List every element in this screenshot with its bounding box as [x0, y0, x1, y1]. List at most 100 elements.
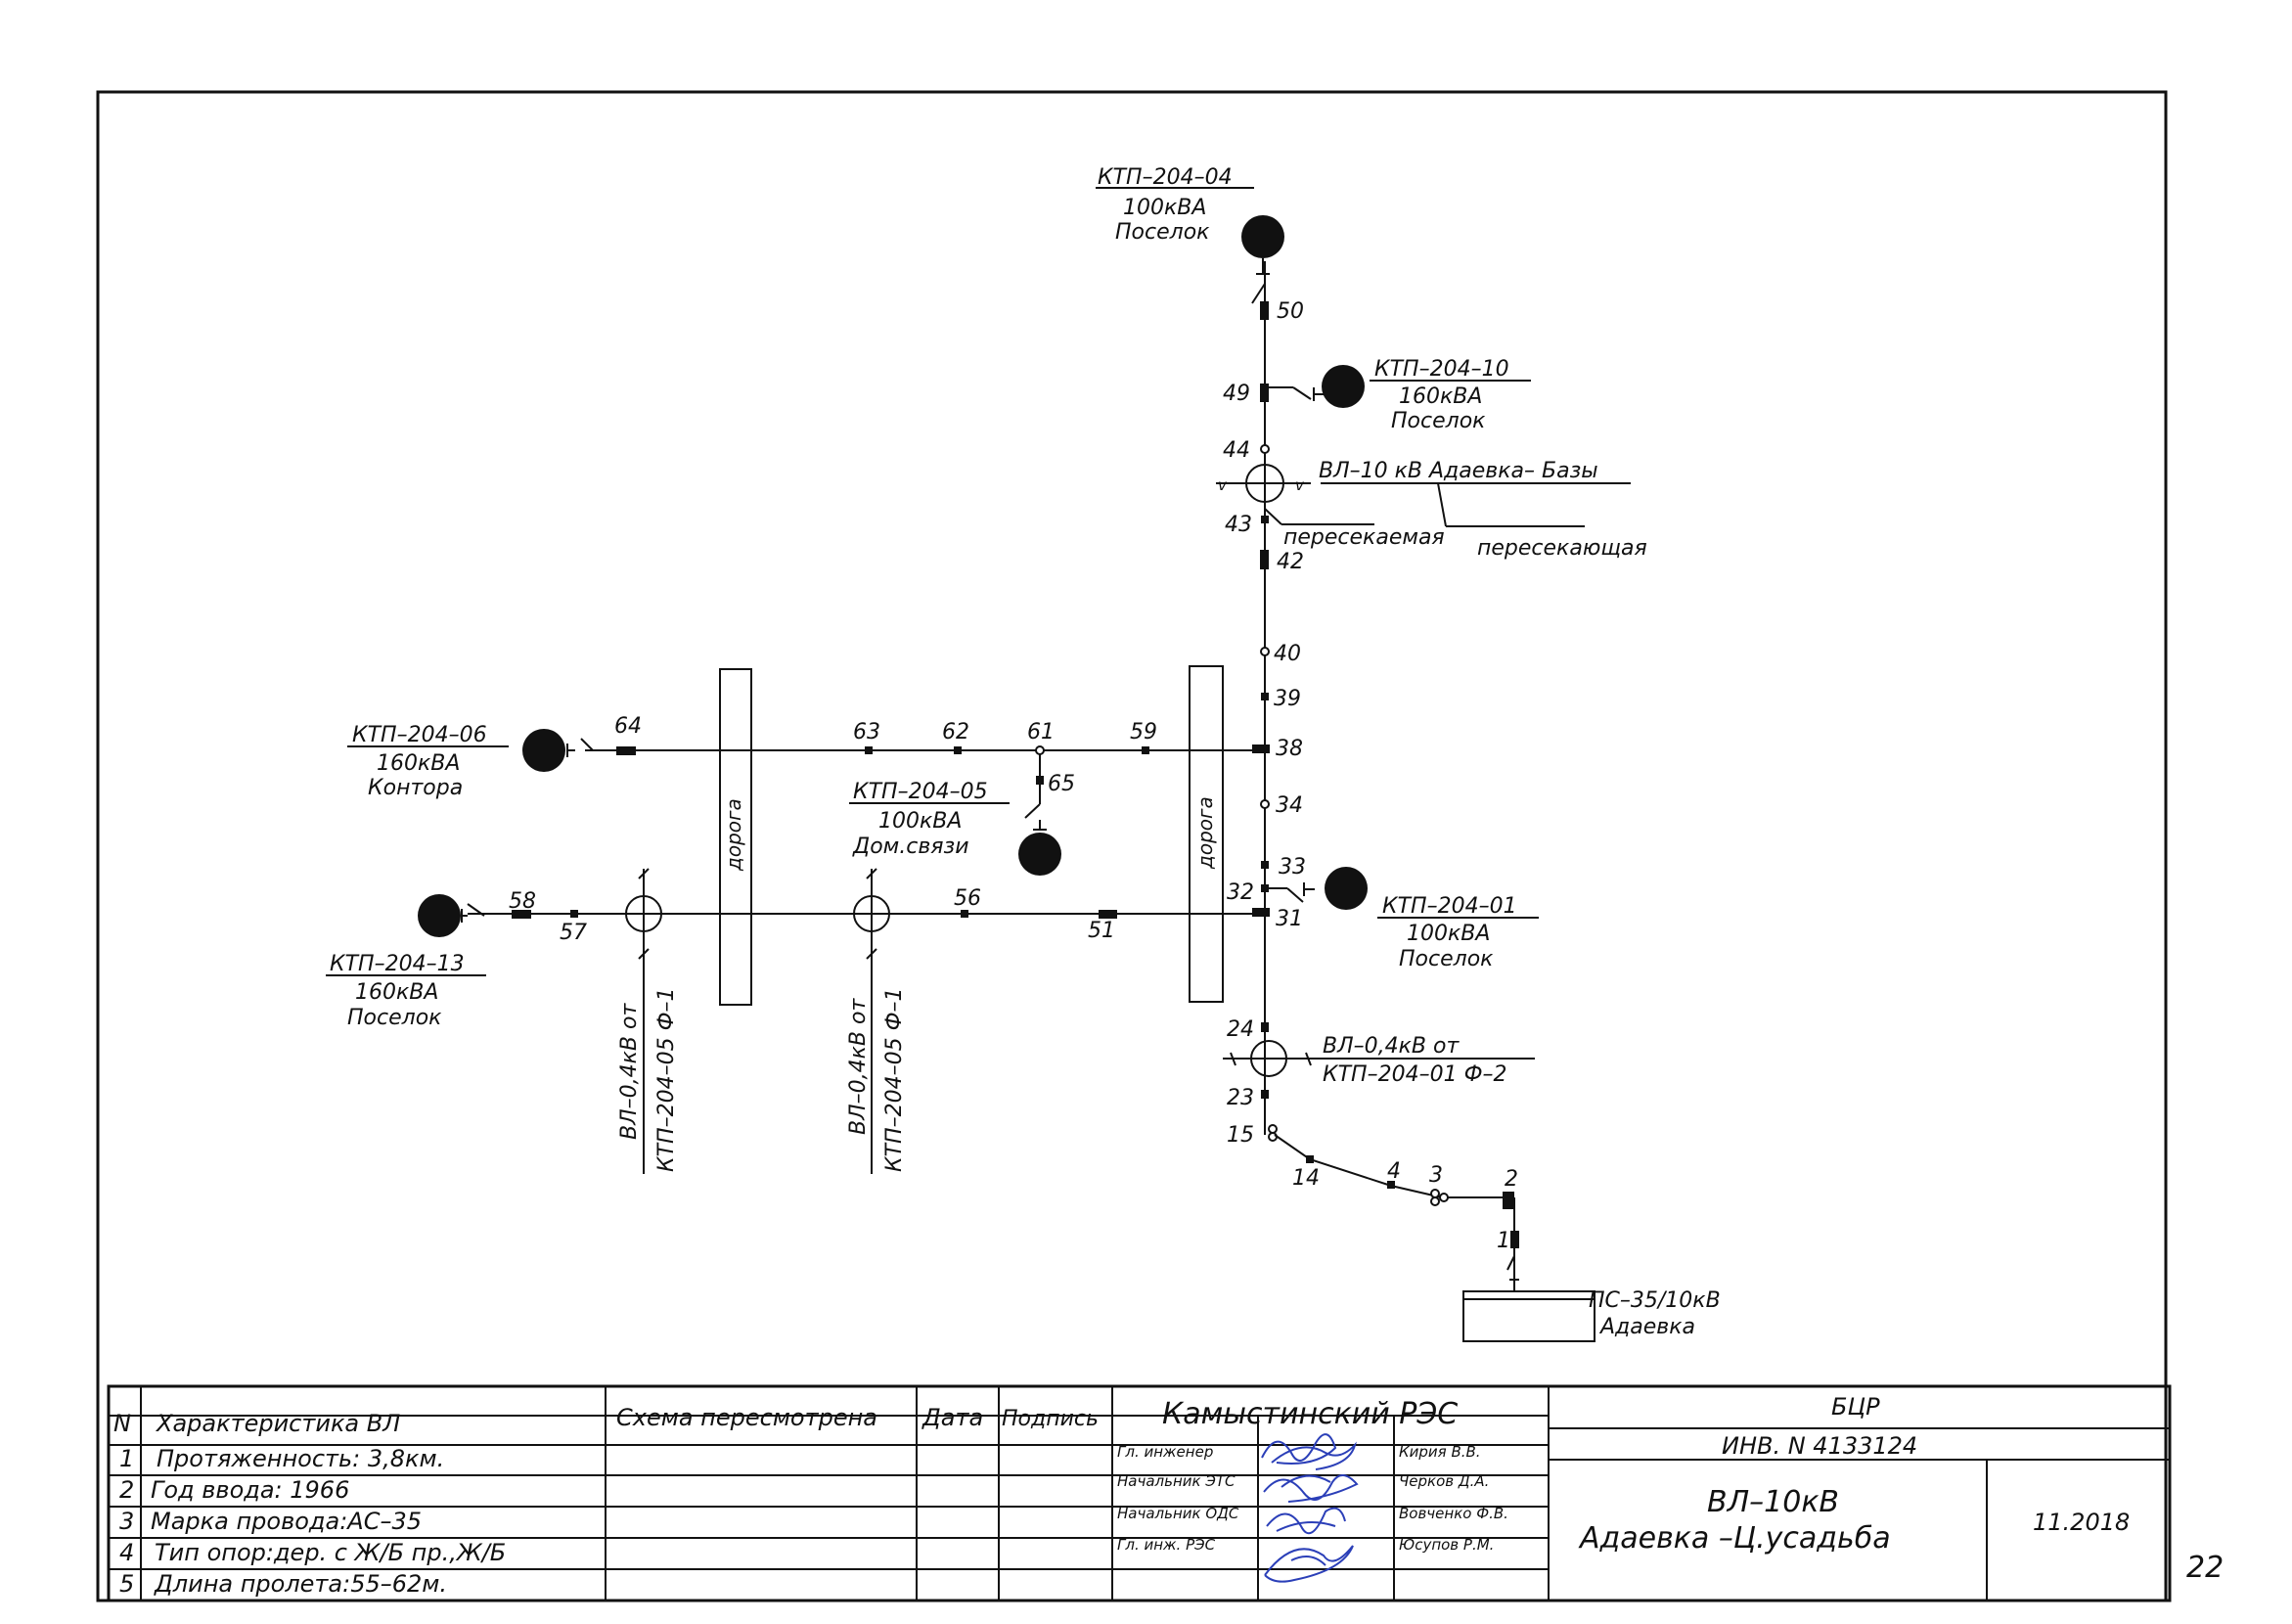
pole-label-50: 50: [1277, 299, 1304, 324]
tb-staff-2-role: Начальник ЭТС: [1117, 1472, 1236, 1490]
sheet-number: 22: [2186, 1551, 2224, 1585]
pole-label-3: 3: [1429, 1163, 1443, 1188]
pole-label-31: 31: [1276, 907, 1303, 931]
tb-row-1-text: Протяженность: 3,8км.: [157, 1445, 444, 1472]
tb-col-n: N: [113, 1410, 131, 1437]
tb-row-2-text: Год ввода: 1966: [151, 1476, 349, 1504]
crossing-bottom-symbol: [1223, 1040, 1535, 1077]
tb-col-sign: Подпись: [1002, 1407, 1099, 1431]
pole-61: [1035, 745, 1045, 755]
pole-32: [1261, 884, 1269, 892]
svg-text:КТП–204–05 Ф–1: КТП–204–05 Ф–1: [654, 987, 679, 1172]
svg-text:дорога: дорога: [1193, 796, 1217, 870]
ps-name: ПС–35/10кВ: [1589, 1288, 1721, 1313]
crossing-crossed-label: пересекаемая: [1283, 525, 1445, 550]
pole-label-23: 23: [1227, 1086, 1254, 1110]
tb-staff-3-role: Начальник ОДС: [1117, 1505, 1239, 1522]
pole-label-4: 4: [1387, 1159, 1401, 1184]
pole-64: [616, 746, 636, 755]
pole-63: [865, 746, 873, 754]
tb-inv: ИНВ. N 4133124: [1722, 1432, 1917, 1460]
pole-2: [1503, 1192, 1514, 1209]
pole-49: [1260, 383, 1269, 402]
crossing-top-label: ВЛ–10 кВ Адаевка– Базы: [1319, 459, 1598, 483]
pole-label-58: 58: [509, 889, 536, 914]
pole-label-56: 56: [954, 886, 981, 911]
tb-col-scheme: Схема пересмотрена: [616, 1404, 877, 1431]
ktp-204-01-symbol: [1269, 867, 1368, 910]
pole-59: [1142, 746, 1149, 754]
drawing-frame: [96, 90, 2168, 1602]
pole-label-65: 65: [1048, 772, 1075, 796]
pole-label-44: 44: [1223, 438, 1250, 463]
ps-35-10-symbol: [1462, 1280, 1595, 1342]
svg-text:ВЛ–0,4кВ от: ВЛ–0,4кВ от: [617, 1003, 642, 1140]
pole-31: [1252, 908, 1270, 917]
ktp-13-place: Поселок: [347, 1006, 442, 1030]
pole-label-43: 43: [1225, 513, 1252, 537]
road-right: дорога: [1189, 665, 1224, 1003]
pole-label-14: 14: [1292, 1166, 1320, 1191]
pole-15: [1268, 1124, 1278, 1142]
pole-label-57: 57: [560, 921, 587, 945]
pole-33: [1261, 861, 1269, 869]
crossing-crossing-label: пересекающая: [1477, 536, 1647, 561]
tb-title-line1: ВЛ–10кВ: [1707, 1485, 1839, 1519]
pole-label-39: 39: [1274, 687, 1301, 711]
pole-label-61: 61: [1027, 720, 1055, 744]
ktp-01-power: 100кВА: [1407, 922, 1490, 946]
tb-row-4-n: 4: [119, 1539, 134, 1566]
tb-row-5-n: 5: [119, 1570, 134, 1598]
svg-text:v: v: [1295, 476, 1305, 494]
tb-row-3-text: Марка провода:АС–35: [151, 1508, 422, 1535]
pole-56: [961, 910, 968, 918]
pole-3: [1430, 1189, 1449, 1206]
ktp-01-name: КТП–204–01: [1382, 894, 1517, 919]
tb-col-date: Дата: [921, 1404, 983, 1431]
tb-staff-1-name: Кирия В.В.: [1399, 1443, 1481, 1461]
pole-label-51: 51: [1088, 919, 1115, 943]
tb-title-line2: Адаевка –Ц.усадьба: [1578, 1521, 1891, 1556]
pole-label-38: 38: [1276, 737, 1303, 761]
svg-text:v: v: [1218, 476, 1228, 494]
pole-label-34: 34: [1276, 793, 1303, 818]
ktp-01-place: Поселок: [1399, 947, 1494, 971]
ktp-06-name: КТП–204–06: [352, 723, 487, 747]
tb-staff-2-name: Черков Д.А.: [1399, 1472, 1489, 1490]
crossing-mid-symbol: ВЛ–0,4кВ от КТП–204–05 Ф–1: [846, 868, 907, 1174]
ktp-04-name: КТП–204–04: [1098, 165, 1233, 190]
pole-4: [1387, 1181, 1395, 1189]
ktp-13-name: КТП–204–13: [330, 952, 465, 976]
tb-staff-3-name: Вовченко Ф.В.: [1399, 1505, 1508, 1522]
pole-50: [1260, 301, 1269, 320]
pole-label-64: 64: [614, 714, 642, 739]
ktp-10-place: Поселок: [1391, 409, 1486, 433]
tb-staff-4-name: Юсупов Р.М.: [1399, 1536, 1494, 1554]
tb-dept: БЦР: [1831, 1393, 1880, 1421]
ktp-06-power: 160кВА: [377, 751, 460, 776]
pole-label-63: 63: [853, 720, 880, 744]
pole-43: [1261, 516, 1269, 523]
tb-staff-1-role: Гл. инженер: [1117, 1443, 1213, 1461]
pole-58: [512, 910, 531, 919]
pole-51: [1099, 910, 1117, 919]
pole-57: [570, 910, 578, 918]
pole-14: [1306, 1155, 1314, 1163]
ktp-05-name: КТП–204–05: [853, 780, 988, 804]
ktp-10-name: КТП–204–10: [1374, 357, 1509, 382]
pole-label-62: 62: [942, 720, 969, 744]
pole-label-49: 49: [1223, 382, 1250, 406]
pole-62: [954, 746, 962, 754]
svg-text:КТП–204–05 Ф–1: КТП–204–05 Ф–1: [882, 987, 907, 1172]
crossing-left-symbol: ВЛ–0,4кВ от КТП–204–05 Ф–1: [617, 868, 679, 1174]
pole-34: [1260, 799, 1270, 809]
tb-staff-4-role: Гл. инж. РЭС: [1117, 1536, 1216, 1554]
tb-row-2-n: 2: [119, 1476, 134, 1504]
ktp-04-place: Поселок: [1115, 220, 1210, 245]
tb-row-3-n: 3: [119, 1508, 134, 1535]
signatures-scribble: [1261, 1433, 1359, 1583]
ktp-204-05-symbol: [1018, 754, 1061, 876]
road-left: дорога: [719, 668, 752, 1006]
pole-label-42: 42: [1277, 550, 1304, 574]
pole-40: [1260, 647, 1270, 656]
